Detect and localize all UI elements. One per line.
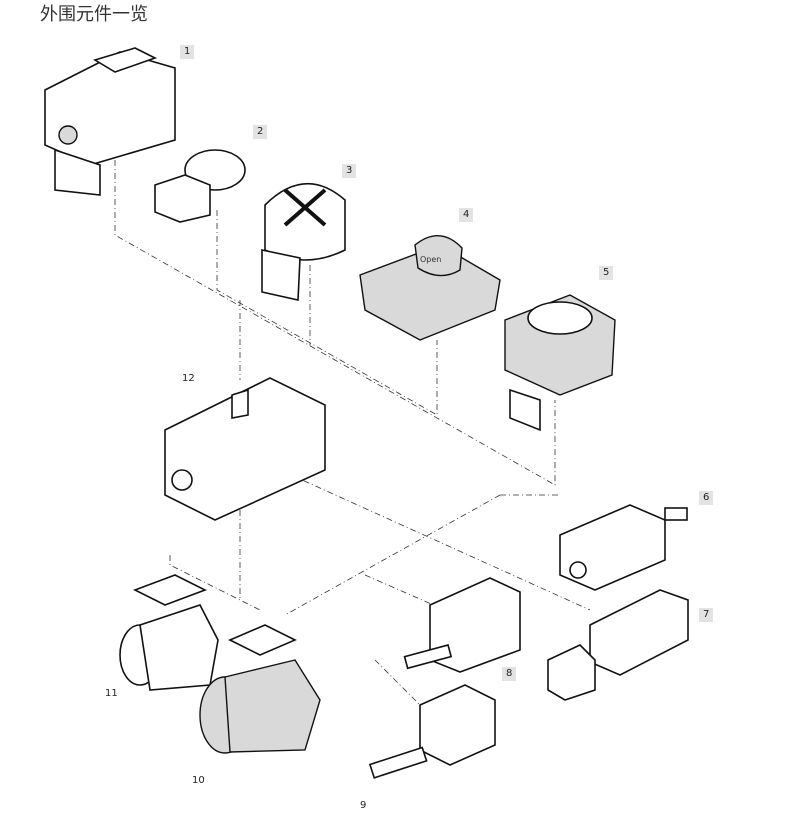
device-6-valve: [559, 504, 688, 591]
callout-8: 8: [502, 667, 517, 681]
svg-text:Open: Open: [420, 255, 441, 264]
callout-5: 5: [599, 266, 614, 280]
device-1-positioner: [44, 47, 176, 196]
page-title: 外围元件一览: [40, 4, 148, 25]
device-3-limit-switch: [261, 182, 346, 301]
device-10-ball-valve: [199, 624, 321, 754]
device-8-valve-block: [403, 577, 521, 673]
device-9-manual-override: [368, 684, 496, 779]
device-2-sensor: [154, 149, 246, 223]
callout-4: 4: [459, 208, 474, 222]
callout-11: 11: [105, 688, 118, 699]
callout-6: 6: [699, 491, 714, 505]
callout-7: 7: [699, 608, 714, 622]
device-4-limit-switch-box: Open: [359, 235, 501, 341]
callout-1: 1: [180, 45, 195, 59]
callout-2: 2: [253, 125, 268, 139]
connector-lines: [114, 160, 591, 706]
callout-10: 10: [192, 775, 205, 786]
callout-9: 9: [360, 800, 367, 811]
callout-3: 3: [342, 164, 357, 178]
device-5-switch-box: [504, 294, 616, 432]
device-11-ball-valve: [119, 574, 219, 691]
device-7-solenoid-valve: [547, 589, 689, 701]
callout-12: 12: [182, 373, 195, 384]
device-12-actuator: [164, 377, 326, 521]
